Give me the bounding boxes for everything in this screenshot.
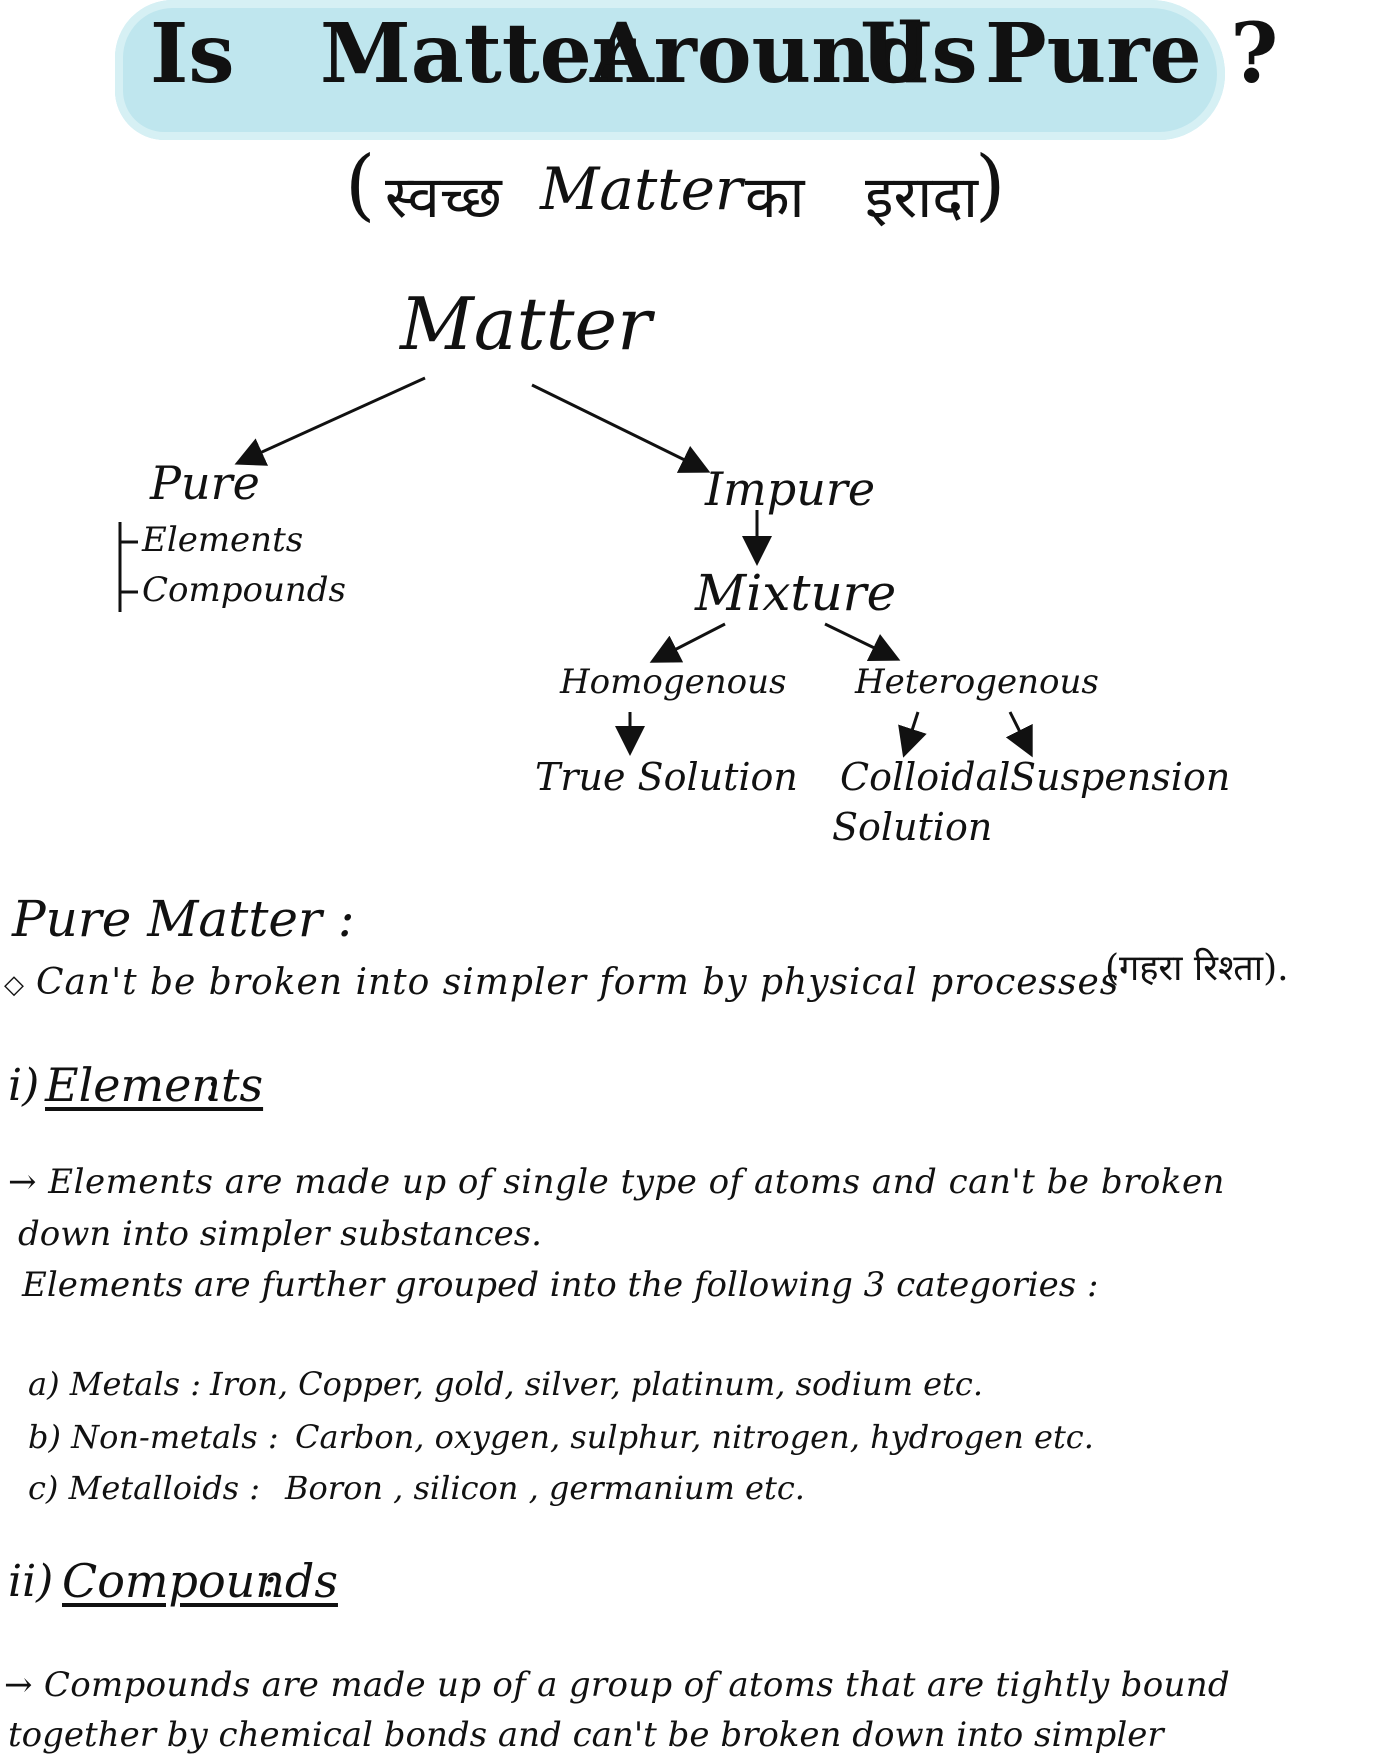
elements-line-2: down into simpler substances. bbox=[18, 1214, 542, 1254]
compounds-heading-colon: : bbox=[262, 1556, 277, 1607]
arrow-matter-to-pure bbox=[234, 376, 426, 466]
title-word-is: Is bbox=[150, 6, 235, 102]
compounds-number: ii) bbox=[8, 1556, 54, 1607]
metals-value: Iron, Copper, gold, silver, platinum, so… bbox=[210, 1365, 983, 1403]
tree-node-elements: Elements bbox=[142, 520, 304, 560]
tree-node-compounds: Compounds bbox=[142, 570, 346, 610]
subtitle-hindi-1: स्वच्छ bbox=[385, 163, 502, 231]
arrow-mixture-to-homogenous bbox=[649, 622, 726, 663]
non-metals-value: Carbon, oxygen, sulphur, nitrogen, hydro… bbox=[295, 1418, 1094, 1456]
tree-node-impure: Impure bbox=[705, 462, 876, 516]
pure-matter-definition: Can't be broken into simpler form by phy… bbox=[36, 962, 1120, 1003]
compounds-line-1: → Compounds are made up of a group of at… bbox=[4, 1665, 1230, 1705]
subtitle-open-paren: ( bbox=[345, 140, 376, 230]
title-word-us: Us bbox=[860, 6, 978, 102]
compounds-heading: Compounds bbox=[62, 1554, 338, 1608]
tree-node-mixture: Mixture bbox=[695, 564, 897, 622]
elements-heading: Elements bbox=[45, 1058, 264, 1112]
subtitle-hindi-2: का bbox=[745, 163, 805, 231]
tree-node-homogenous: Homogenous bbox=[560, 662, 787, 702]
subtitle-matter: Matter bbox=[540, 155, 743, 223]
pure-matter-heading: Pure Matter : bbox=[12, 890, 355, 948]
arrow-heterogenous-to-colloidal bbox=[898, 711, 927, 758]
title-word-around: Around bbox=[590, 6, 929, 102]
title-banner bbox=[115, 0, 1225, 140]
tree-node-pure: Pure bbox=[150, 456, 260, 510]
pure-matter-hindi-note: (गहरा रिश्ता). bbox=[1105, 948, 1289, 989]
diamond-bullet-icon: ◇ bbox=[4, 970, 24, 1000]
arrow-heterogenous-to-suspension bbox=[1005, 711, 1033, 758]
compounds-line-2: together by chemical bonds and can't be … bbox=[8, 1715, 1164, 1755]
subtitle-close-paren: ) bbox=[975, 140, 1006, 230]
tree-node-suspension: Suspension bbox=[1010, 755, 1231, 799]
title-word-matter: Matter bbox=[320, 6, 636, 102]
non-metals-label: b) Non-metals : bbox=[28, 1418, 279, 1456]
classification-tree-arrows bbox=[118, 376, 1033, 758]
tree-node-matter: Matter bbox=[400, 282, 652, 366]
elements-line-3: Elements are further grouped into the fo… bbox=[22, 1265, 1099, 1305]
elements-line-1: → Elements are made up of single type of… bbox=[8, 1162, 1225, 1202]
metals-label: a) Metals : bbox=[28, 1365, 201, 1403]
arrow-matter-to-impure bbox=[531, 383, 711, 473]
metalloids-value: Boron , silicon , germanium etc. bbox=[285, 1469, 805, 1507]
metalloids-label: c) Metalloids : bbox=[28, 1469, 261, 1507]
arrow-mixture-to-heterogenous bbox=[824, 622, 901, 662]
elements-heading-colon: : bbox=[205, 1060, 220, 1111]
subtitle-hindi-3: इरादा bbox=[865, 163, 979, 231]
tree-node-heterogenous: Heterogenous bbox=[855, 662, 1099, 702]
elements-number: i) bbox=[8, 1060, 40, 1111]
title-word-pure: Pure ? bbox=[985, 6, 1279, 102]
tree-node-colloidal-solution: Solution bbox=[832, 805, 993, 849]
tree-node-colloidal: Colloidal bbox=[840, 755, 1011, 799]
tree-node-true-solution: True Solution bbox=[535, 755, 798, 799]
